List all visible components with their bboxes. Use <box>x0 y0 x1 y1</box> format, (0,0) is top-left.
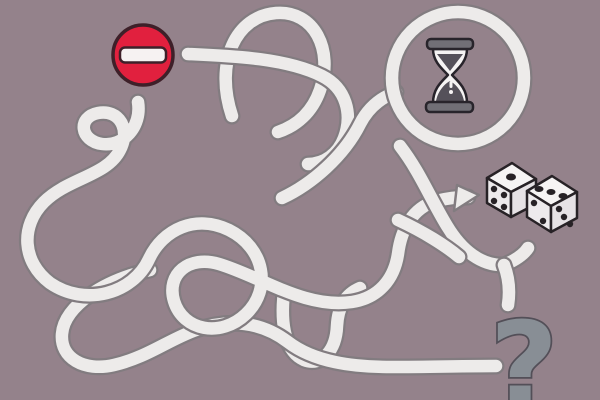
hourglass-icon <box>424 37 475 114</box>
no-entry-icon <box>111 23 175 87</box>
arrow-tip <box>452 183 481 213</box>
hourglass-bottom-cap <box>424 100 475 114</box>
die-right <box>525 174 579 234</box>
dice-icon <box>485 161 579 234</box>
maze-path-sign-to-dice <box>27 102 481 328</box>
maze-path-top-horizontal-end <box>188 54 348 164</box>
hourglass-top-cap <box>425 37 475 51</box>
hourglass-loop <box>392 12 524 144</box>
die-right-pips <box>530 186 574 228</box>
hourglass-top-sand <box>437 54 463 71</box>
maze-paths <box>27 12 528 367</box>
question-mark: ? <box>490 296 558 400</box>
die-left-pips <box>490 173 516 211</box>
